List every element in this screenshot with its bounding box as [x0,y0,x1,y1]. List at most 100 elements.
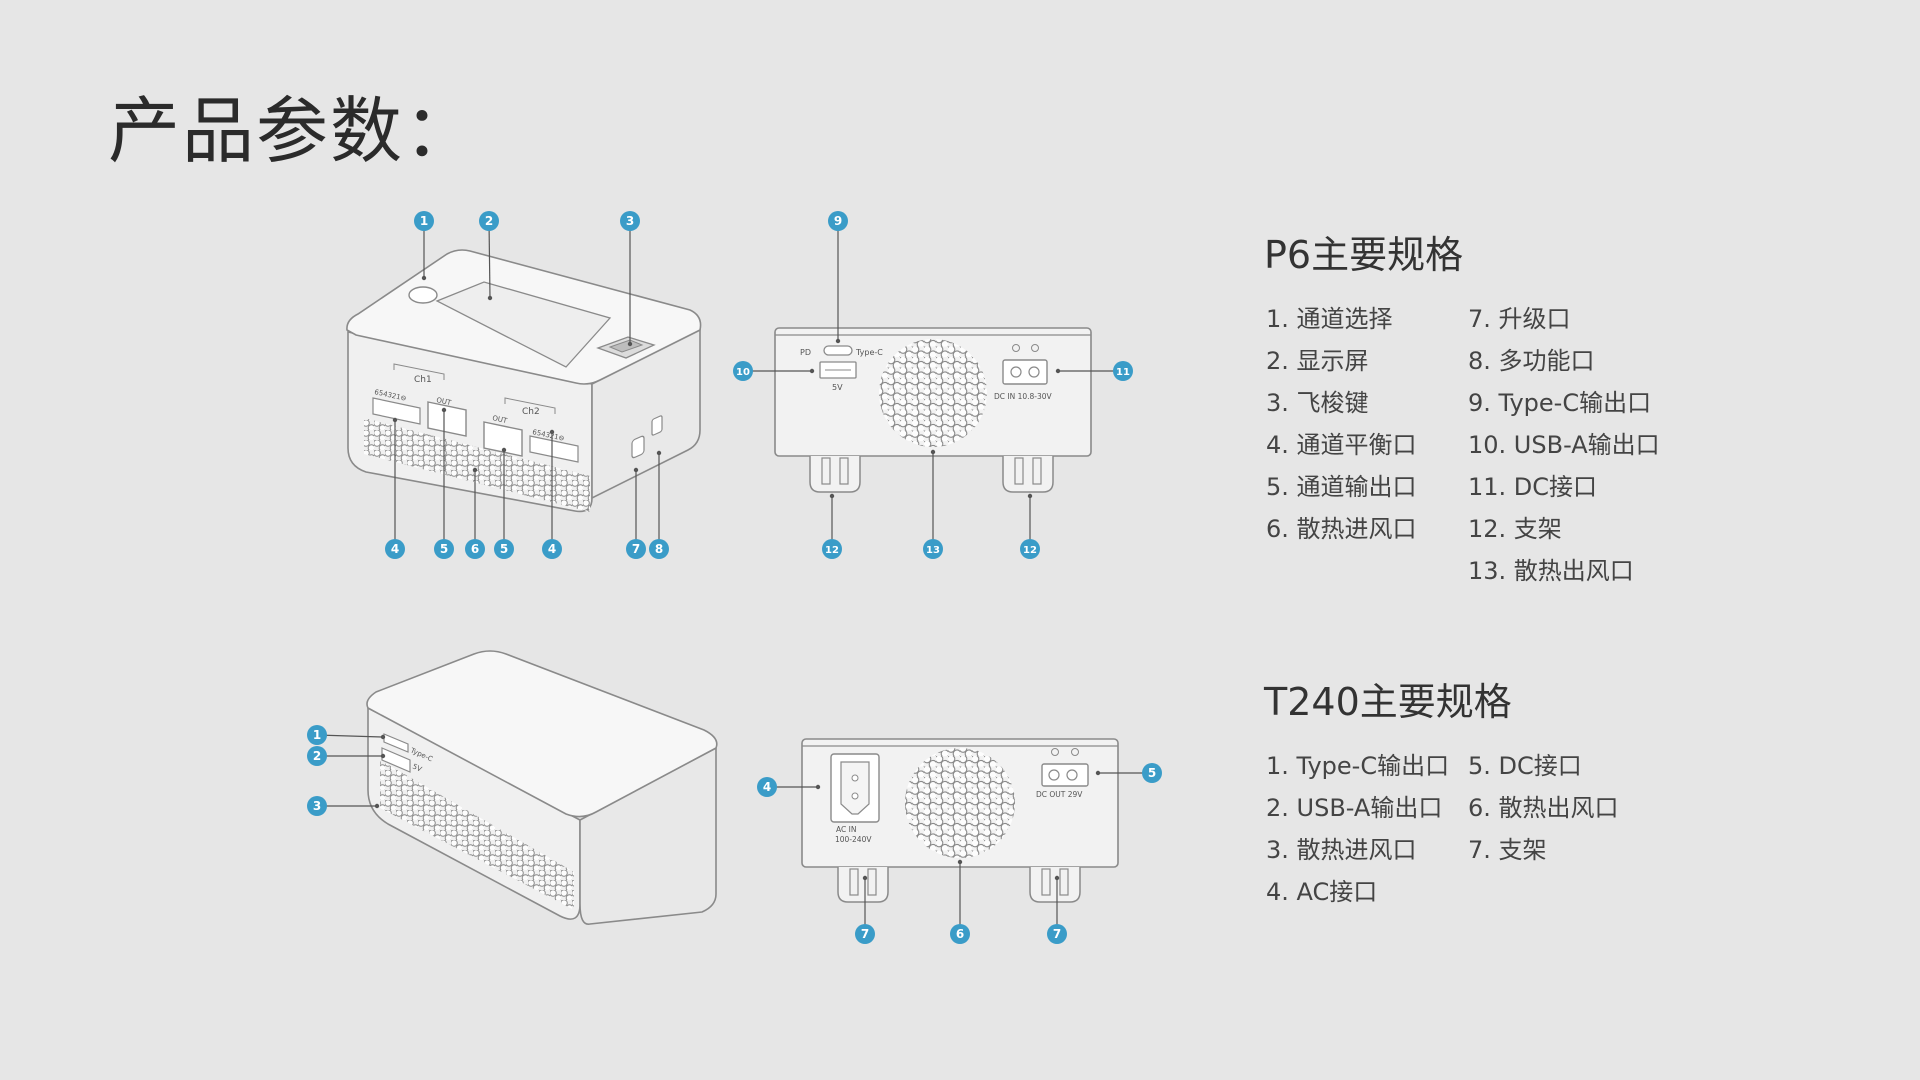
callout-badge [414,211,434,231]
p6-jog-key [596,336,656,359]
t240-ac-port [830,753,880,823]
t240-spec-col2: 5. DC接口 6. 散热出风口 7. 支架 [1468,745,1619,871]
spec-item: 2. 显示屏 [1266,347,1369,375]
p6-spec-col2: 7. 升级口 8. 多功能口 9. Type-C输出口 10. USB-A输出口… [1468,298,1660,592]
callout-number: 2 [313,749,321,763]
p6-ch1-ports: Ch1 654321⊖ OUT [372,363,467,437]
spec-item: 3. 散热进风口 [1266,836,1417,864]
callout-pointer [374,803,380,809]
callout-leader [488,220,491,299]
p6-front-view: Ch1 654321⊖ OUT Ch2 OUT 654321⊖ [346,249,702,513]
p6-foot-right [1002,456,1054,493]
callout-pointer [1055,368,1061,374]
callout-pointer [809,368,815,374]
spec-item: 11. DC接口 [1468,473,1598,501]
callout-number: 5 [440,542,448,556]
t240-side-5v-label: 5V [411,763,423,774]
callout-number: 5 [500,542,508,556]
callout-badge [757,777,777,797]
spec-item: 13. 散热出风口 [1468,557,1634,585]
callout-pointer [633,467,639,473]
p6-channel-button [408,286,438,304]
callout-pointer [656,450,662,456]
callout-number: 4 [391,542,399,556]
callout-pointer [441,407,447,413]
spec-item: 1. 通道选择 [1266,305,1393,333]
callout-pointer [835,338,841,344]
spec-item: 10. USB-A输出口 [1468,431,1660,459]
p6-typec-port [823,345,853,356]
p6-ch1-out-label: OUT [436,396,453,407]
callout-badge [494,539,514,559]
callout-pointer [1027,493,1033,499]
p6-ch2-out-label: OUT [492,414,509,425]
p6-typec-label: Type-C [855,348,883,357]
callout-badge [434,539,454,559]
p6-spec-col1: 1. 通道选择 2. 显示屏 3. 飞梭键 4. 通道平衡口 5. 通道输出口 … [1266,298,1417,550]
callout-pointer [957,859,963,865]
callout-pointer [930,449,936,455]
callout-pointer [380,734,386,740]
callout-number: 7 [861,927,869,941]
callout-pointer [1054,875,1060,881]
p6-ch2-label: Ch2 [522,407,540,417]
spec-item: 7. 支架 [1468,836,1547,864]
callout-badge [479,211,499,231]
callout-number: 9 [834,214,842,228]
spec-item: 5. DC接口 [1468,752,1582,780]
callout-badge [1047,924,1067,944]
spec-item: 7. 升级口 [1468,305,1571,333]
callout-badge [733,361,753,381]
callout-number: 6 [471,542,479,556]
callout-number: 12 [1023,545,1037,556]
callout-badge [307,796,327,816]
callout-pointer [627,341,633,347]
p6-5v-label: 5V [832,383,843,392]
callout-number: 11 [1116,367,1130,378]
callout-pointer [549,429,555,435]
callout-badge [307,725,327,745]
callout-number: 4 [548,542,556,556]
t240-rear-view: AC IN 100-240V DC OUT 29V [801,738,1119,903]
callout-number: 3 [313,799,321,813]
spec-item: 4. AC接口 [1266,878,1378,906]
t240-dc-out-label: DC OUT 29V [1036,790,1083,799]
spec-item: 3. 飞梭键 [1266,389,1369,417]
callout-pointer [815,784,821,790]
callout-number: 10 [736,367,750,378]
callout-pointer [501,447,507,453]
spec-item: 12. 支架 [1468,515,1562,543]
spec-item: 4. 通道平衡口 [1266,431,1417,459]
p6-spec-title: P6主要规格 [1264,233,1464,277]
callout-badge [307,746,327,766]
callout-pointer [472,467,478,473]
callout-badge [1142,763,1162,783]
callout-pointer [862,875,868,881]
callout-pointer [487,295,493,301]
callout-badge [822,539,842,559]
callout-badge [620,211,640,231]
t240-foot-left [837,867,889,903]
p6-dc-port [1002,359,1048,385]
callout-number: 5 [1148,766,1156,780]
callout-number: 12 [825,545,839,556]
callout-number: 6 [956,927,964,941]
callout-pointer [421,275,427,281]
t240-ac-range-label: 100-240V [835,835,872,844]
spec-item: 6. 散热出风口 [1468,794,1619,822]
callout-pointer [1095,770,1101,776]
callout-pointer [380,753,386,759]
t240-side-typec [383,733,409,753]
p6-ch1-label: Ch1 [414,375,432,385]
t240-right-face [579,746,717,925]
callout-badge [626,539,646,559]
callout-number: 1 [420,214,428,228]
page-title: 产品参数： [108,89,479,173]
t240-foot-right [1029,867,1081,903]
spec-item: 2. USB-A输出口 [1266,794,1443,822]
p6-right-face [591,328,701,500]
callout-badge [1113,361,1133,381]
callout-badge [828,211,848,231]
callout-number: 8 [655,542,663,556]
